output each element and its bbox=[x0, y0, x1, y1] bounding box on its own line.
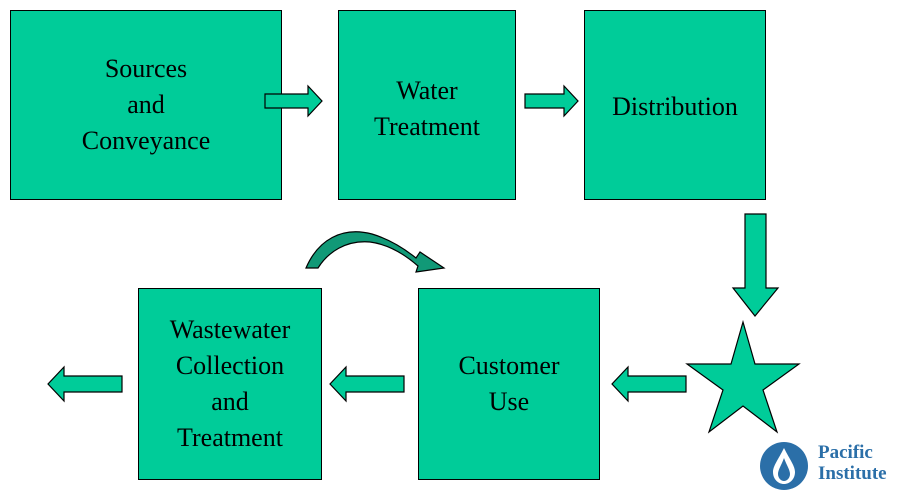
arrow-treatment-to-distribution bbox=[524, 84, 579, 118]
pacific-institute-logo-text: Pacific Institute bbox=[818, 442, 887, 484]
distribution-label: Distribution bbox=[612, 92, 738, 121]
sources-and-conveyance-box: Sources and Conveyance bbox=[10, 10, 282, 200]
pacific-institute-logo-icon bbox=[760, 442, 808, 490]
arrow-curved-return bbox=[305, 231, 446, 273]
water-treatment-box: Water Treatment bbox=[338, 10, 516, 200]
arrow-distribution-to-star bbox=[731, 213, 780, 317]
pacific-institute-logo: Pacific Institute bbox=[756, 436, 916, 494]
distribution-box: Distribution bbox=[584, 10, 766, 200]
customer-use-label: Customer Use bbox=[458, 351, 560, 416]
arrow-customer-to-wastewater bbox=[329, 365, 405, 403]
sources-and-conveyance-label: Sources and Conveyance bbox=[81, 54, 211, 155]
customer-use-box: Customer Use bbox=[418, 288, 600, 480]
arrow-sources-to-treatment bbox=[264, 84, 323, 118]
wastewater-collection-label: Wastewater Collection and Treatment bbox=[169, 315, 291, 452]
arrow-star-to-customer bbox=[611, 365, 687, 403]
water-treatment-label: Water Treatment bbox=[374, 76, 480, 141]
star-icon bbox=[685, 319, 801, 434]
wastewater-collection-box: Wastewater Collection and Treatment bbox=[138, 288, 322, 480]
arrow-wastewater-out bbox=[47, 365, 123, 403]
